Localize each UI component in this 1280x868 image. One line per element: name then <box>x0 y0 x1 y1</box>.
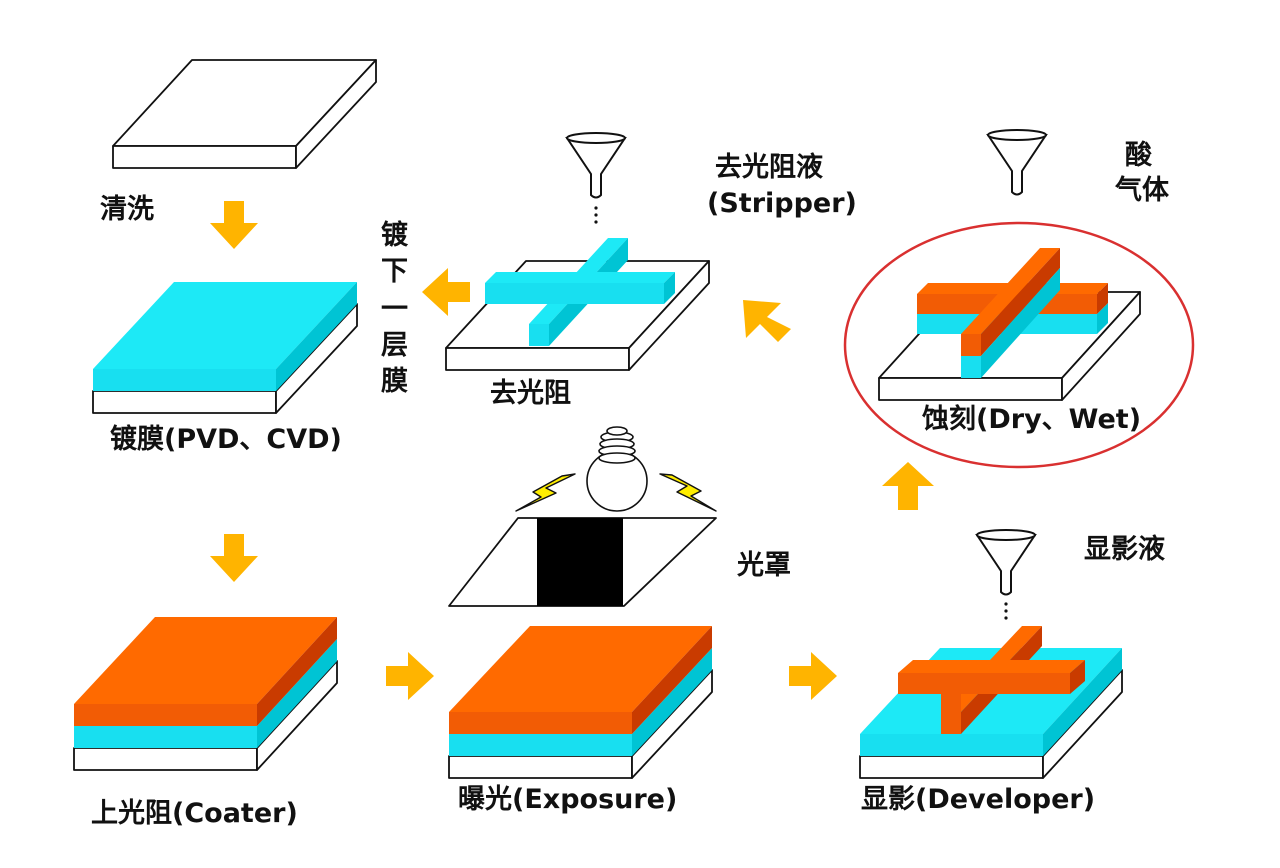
label-next-layer-char: 下 <box>381 256 408 287</box>
label-stripper-line1: 去光阻液 <box>715 152 823 183</box>
label-mask: 光罩 <box>736 550 791 581</box>
photomask <box>448 517 717 607</box>
label-developer: 显影(Developer) <box>861 784 1095 815</box>
label-strip: 去光阻 <box>490 378 571 409</box>
label-coating: 镀膜(PVD、CVD) <box>110 424 342 455</box>
lightning-bolt-icon <box>515 473 576 512</box>
label-coater: 上光阻(Coater) <box>91 798 298 829</box>
highlight-ring <box>843 221 1195 469</box>
arrow-icon <box>789 652 837 700</box>
arrow-icon <box>210 201 258 249</box>
label-exposure: 曝光(Exposure) <box>458 784 677 815</box>
label-next-layer-char: 膜 <box>381 366 408 397</box>
wafer-stripped <box>445 238 710 371</box>
label-stripper-line2: (Stripper) <box>707 188 857 219</box>
label-next-layer-char: 一 <box>381 294 408 325</box>
funnel-icon <box>976 529 1036 620</box>
wafer-photoresist <box>73 617 338 771</box>
light-bulb-icon <box>586 426 648 512</box>
arrow-icon <box>422 268 470 316</box>
arrow-icon <box>743 300 791 342</box>
wafer-exposure <box>448 626 713 779</box>
arrow-icon <box>210 534 258 582</box>
label-next-layer-char: 层 <box>381 330 408 361</box>
label-clean: 清洗 <box>100 194 154 225</box>
arrow-icon <box>882 462 934 510</box>
lightning-bolt-icon <box>659 473 717 512</box>
wafer-developed <box>859 626 1123 779</box>
label-acid-line2: 气体 <box>1114 175 1170 206</box>
label-acid-line1: 酸 <box>1125 140 1153 171</box>
wafer-coated <box>92 282 358 414</box>
label-developer-fluid: 显影液 <box>1084 534 1165 565</box>
arrow-icon <box>386 652 434 700</box>
funnel-icon <box>566 132 626 224</box>
label-next-layer: 镀 下 一 层 膜 <box>381 220 409 397</box>
wafer-clean <box>112 59 377 169</box>
label-etch: 蚀刻(Dry、Wet) <box>921 403 1141 435</box>
label-next-layer-char: 镀 <box>381 220 409 251</box>
funnel-icon <box>987 129 1047 196</box>
wafer-etched <box>878 248 1141 401</box>
